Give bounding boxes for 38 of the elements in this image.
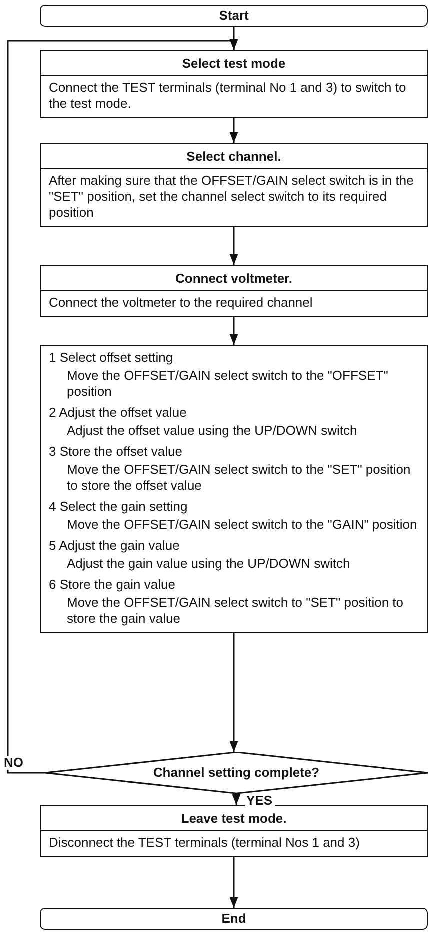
arrow [230, 118, 238, 143]
step-title: 3 Store the offset value [48, 443, 184, 460]
box-heading: Select test mode [41, 51, 427, 76]
step-description: Move the OFFSET/GAIN select switch to "SET" position to store the gain value [66, 594, 405, 628]
box-heading: Select channel. [41, 144, 427, 169]
box-text: Disconnect the TEST terminals (terminal Nos 1 and 3) [48, 834, 361, 852]
process-box [40, 805, 428, 857]
step-description: Move the OFFSET/GAIN select switch to the "OFFSET" position [66, 367, 390, 401]
box-text: After making sure that the OFFSET/GAIN select switch is in the "SET" position, set the channel select switch to its required position [48, 172, 415, 222]
step-title: 5 Adjust the gain value [48, 537, 181, 554]
edge-label: NO [2, 756, 26, 770]
step-title: 1 Select offset setting [48, 349, 174, 366]
process-box [40, 143, 428, 227]
step-title: 2 Adjust the offset value [48, 404, 188, 421]
arrow [7, 40, 238, 774]
arrow [230, 317, 238, 345]
step-description: Move the OFFSET/GAIN select switch to the "SET" position to store the offset value [66, 461, 412, 495]
terminal-box [40, 908, 428, 930]
arrow [230, 227, 238, 265]
process-box [40, 50, 428, 118]
process-box [40, 345, 428, 633]
box-text: Connect the voltmeter to the required channel [48, 294, 314, 312]
step-description: Adjust the offset value using the UP/DOWN switch [66, 422, 358, 440]
step-description: Move the OFFSET/GAIN select switch to the "GAIN" position [66, 516, 418, 534]
step-title: 4 Select the gain setting [48, 498, 189, 515]
arrow [230, 857, 238, 908]
terminal-label: End [222, 911, 246, 926]
arrow [232, 794, 241, 805]
terminal-box [40, 5, 428, 27]
box-text: Connect the TEST terminals (terminal No 1 and 3) to switch to the test mode. [48, 79, 408, 113]
step-title: 6 Store the gain value [48, 576, 176, 593]
edge-label: YES [244, 794, 275, 808]
box-heading: Connect voltmeter. [41, 266, 427, 291]
decision-label: Channel setting complete? [153, 765, 320, 780]
terminal-label: Start [219, 8, 249, 23]
step-description: Adjust the gain value using the UP/DOWN switch [66, 555, 352, 573]
process-box [40, 265, 428, 317]
arrow [230, 633, 238, 752]
